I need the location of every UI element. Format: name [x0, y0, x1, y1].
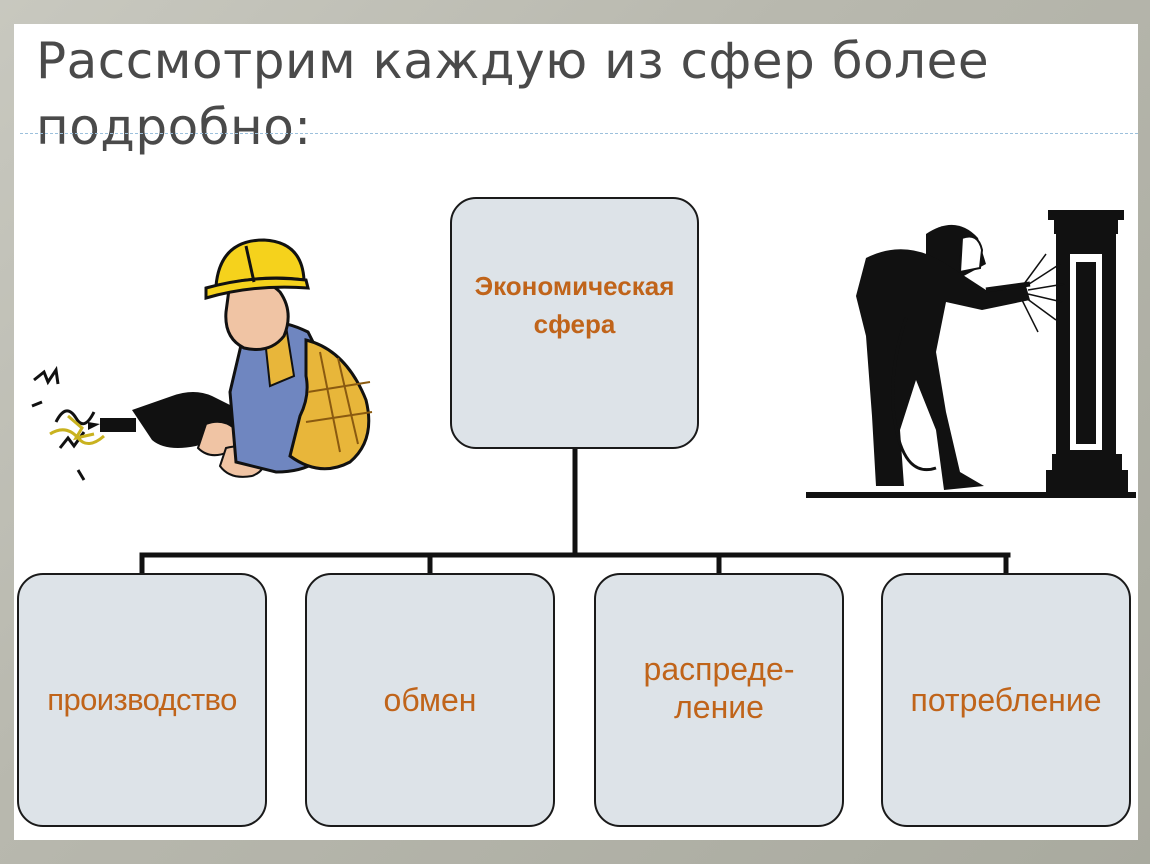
child-node-distribution: распреде- ление [594, 573, 844, 827]
child-label: потребление [910, 682, 1102, 718]
child-label-line2: ление [674, 689, 764, 725]
worker-with-drill-icon [31, 238, 373, 481]
root-label-line2: сфера [533, 309, 616, 339]
child-label: производство [47, 682, 237, 717]
child-node-production: производство [17, 573, 267, 827]
child-label: обмен [383, 682, 477, 718]
child-label-line1: распреде- [643, 651, 795, 687]
root-node-economic-sphere: Экономическая сфера [450, 197, 699, 449]
root-label-line1: Экономическая [474, 271, 675, 301]
child-node-consumption: потребление [881, 573, 1131, 827]
title-divider [20, 133, 1138, 134]
slide-title: Рассмотрим каждую из сфер более подробно… [36, 32, 990, 156]
child-node-exchange: обмен [305, 573, 555, 827]
welder-icon [806, 210, 1136, 498]
diagram-connectors [139, 446, 1011, 576]
slide: Рассмотрим каждую из сфер более подробно… [14, 24, 1138, 840]
